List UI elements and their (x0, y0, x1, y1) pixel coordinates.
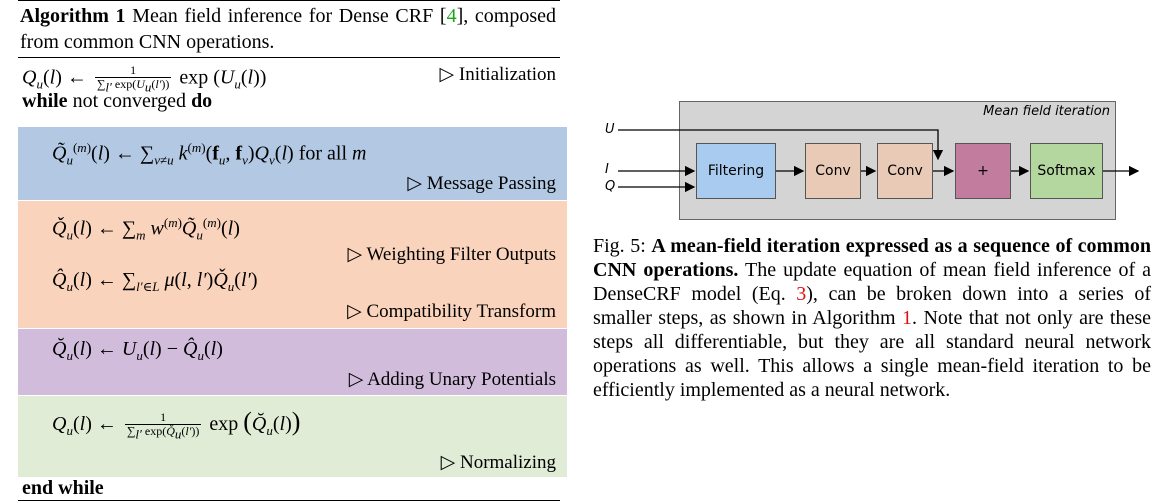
equation-ref-link[interactable]: 3 (796, 283, 807, 305)
band-normalizing (18, 396, 567, 477)
comment-weighting: ▷ Weighting Filter Outputs (347, 244, 556, 265)
algorithm-block: Algorithm 1 Mean field inference for Den… (18, 0, 567, 503)
comment-initialization: ▷ Initialization (439, 64, 556, 85)
conv-block-1: Conv (805, 143, 861, 199)
comment-compatibility: ▷ Compatibility Transform (347, 301, 556, 322)
algorithm-ref-link[interactable]: 1 (902, 307, 913, 329)
plus-block: + (955, 143, 1011, 199)
comment-message-passing: ▷ Message Passing (407, 173, 556, 194)
input-q-label: Q (605, 179, 616, 194)
band-weighting (18, 201, 567, 328)
arrow-u-to-plus (618, 129, 944, 161)
init-equation: Qu(l) ← 1∑l′ exp(Uu(l′)) exp (Uu(l)) (22, 63, 267, 95)
input-u-label: U (605, 122, 615, 137)
conv-block-2: Conv (877, 143, 933, 199)
diagram-arrows (618, 129, 1140, 193)
caption-rule (18, 57, 560, 58)
figure-bold-title: A mean-field iteration expressed as a se… (593, 235, 1151, 281)
compat-equation: Q̂u(l) ← ∑l′∈L μ(l, l′)Q̌u(l′) (52, 269, 258, 294)
unary-equation: Q̆u(l) ← Uu(l) − Q̂u(l) (52, 338, 223, 363)
band-message-passing (18, 127, 567, 200)
input-i-label: I (605, 162, 609, 177)
bottom-rule (18, 500, 560, 501)
message-equation: Q̃u(m)(l) ← ∑v≠u k(m)(fu, fv)Qv(l) for a… (52, 140, 367, 168)
top-rule (18, 0, 560, 1)
band-unary (18, 329, 567, 395)
algorithm-caption: Algorithm 1 Mean field inference for Den… (20, 5, 556, 53)
softmax-block: Softmax (1030, 143, 1103, 199)
end-while-line: end while (22, 477, 104, 499)
weighting-equation: Q̌u(l) ← ∑m w(m)Q̃u(m)(l) (52, 215, 240, 243)
algorithm-label: Algorithm 1 (20, 5, 126, 27)
diagram-title: Mean field iteration (983, 104, 1110, 119)
figure-label: Fig. 5: (593, 235, 646, 257)
filtering-block: Filtering (696, 143, 776, 199)
citation-link[interactable]: 4 (446, 5, 457, 27)
normalize-equation: Qu(l) ← 1∑l′ exp(Q̆u(l′)) exp (Q̆u(l)) (52, 407, 301, 442)
comment-normalizing: ▷ Normalizing (440, 452, 556, 473)
figure-caption: Fig. 5: A mean-field iteration expressed… (593, 235, 1151, 401)
mean-field-diagram: Mean field iteration U I Q Filtering Con… (600, 95, 1150, 230)
while-line: while not converged do (22, 90, 213, 112)
comment-unary: ▷ Adding Unary Potentials (348, 369, 556, 390)
